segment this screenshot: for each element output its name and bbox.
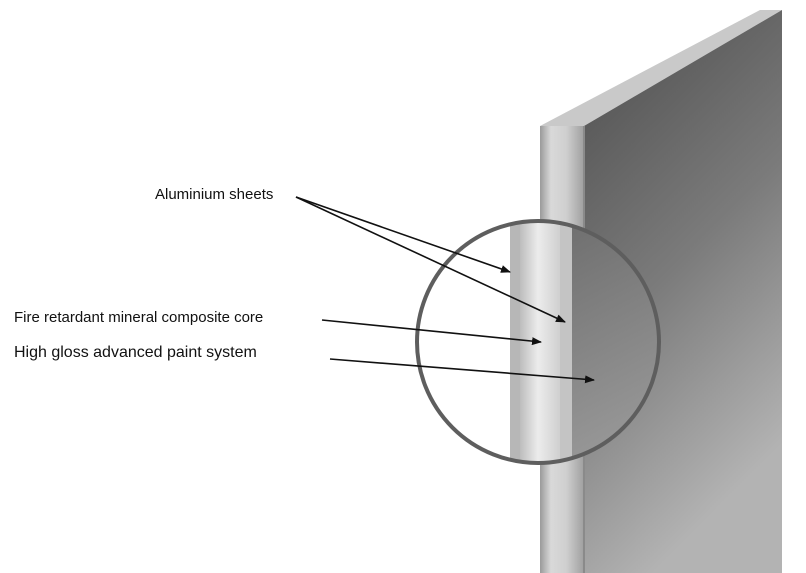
zoom-core xyxy=(520,221,560,463)
panel-face xyxy=(584,10,782,573)
zoom-inner-sheet xyxy=(560,221,572,463)
label-composite-core: Fire retardant mineral composite core xyxy=(14,309,264,326)
zoom-outer-sheet xyxy=(510,221,520,463)
label-paint-system: High gloss advanced paint system xyxy=(14,344,257,361)
arrow-paint xyxy=(329,358,595,384)
arrow-core xyxy=(321,319,542,346)
label-aluminium-sheets: Aluminium sheets xyxy=(155,186,274,203)
arrow-aluminium-inner xyxy=(295,196,566,323)
magnifier-ring xyxy=(415,219,661,465)
arrow-aluminium-outer xyxy=(295,196,511,273)
panel-top-edge xyxy=(540,10,782,126)
